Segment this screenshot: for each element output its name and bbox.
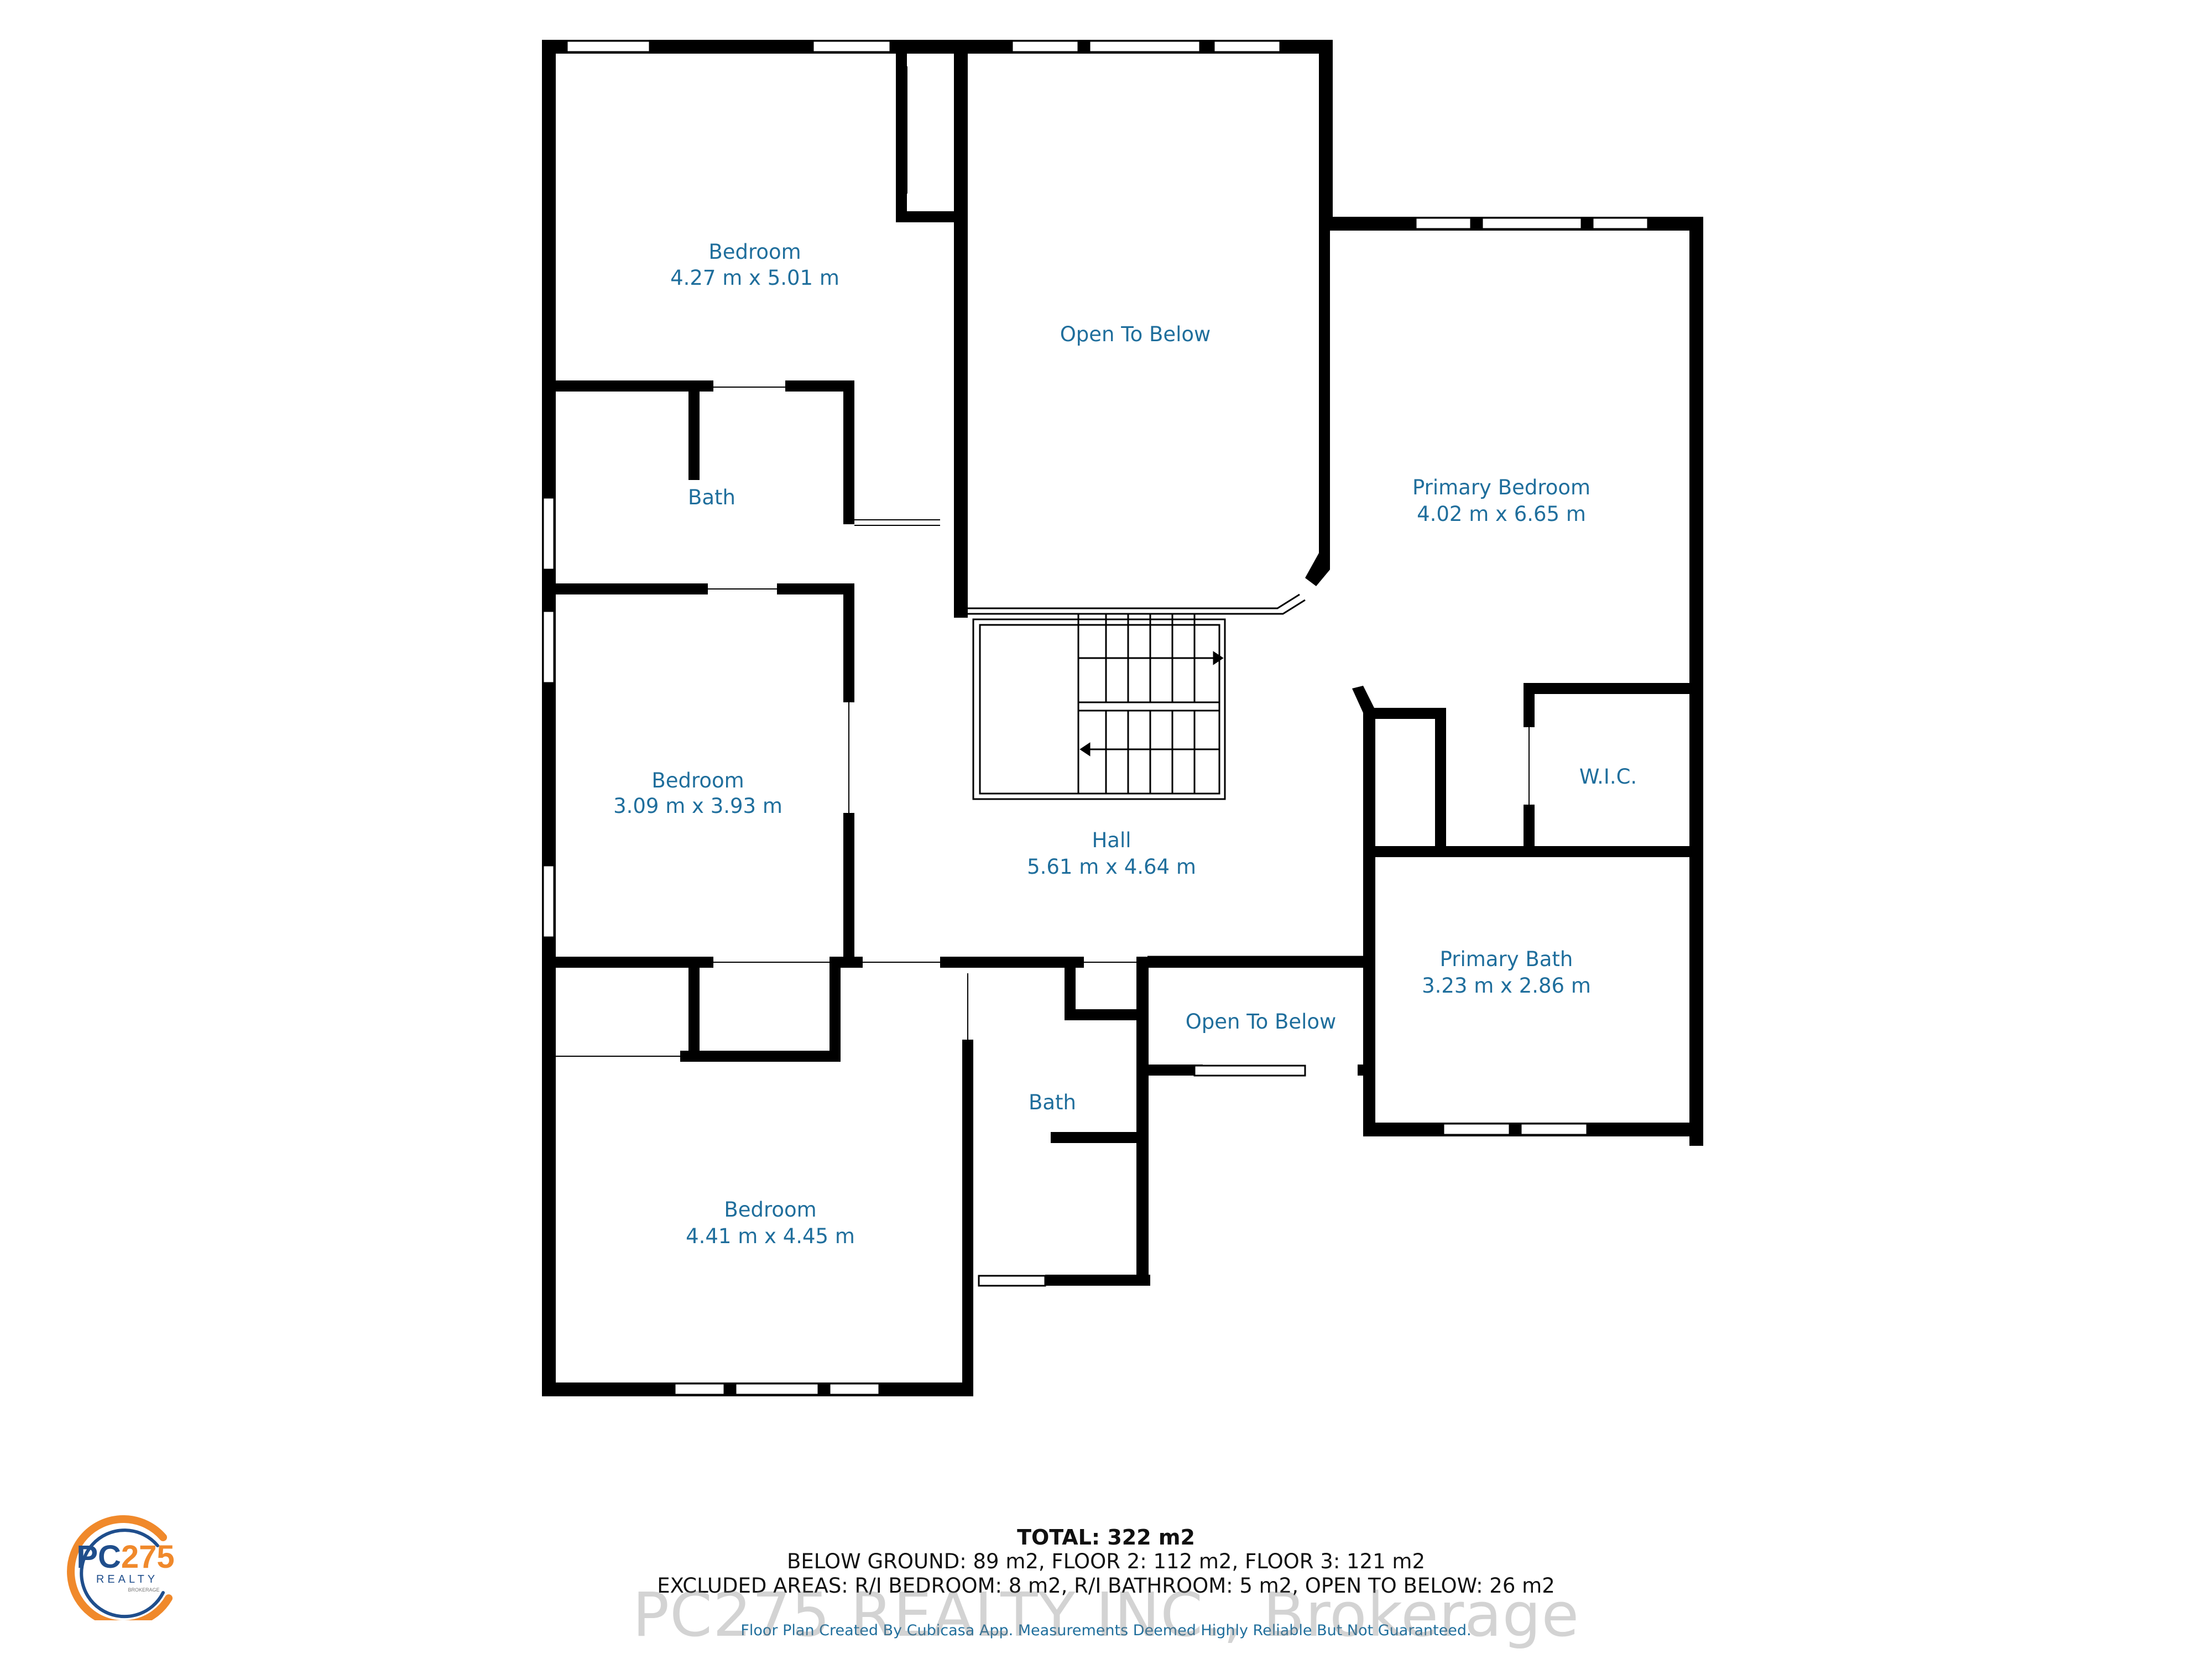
floor-plan-credit: Floor Plan Created By Cubicasa App. Meas…: [740, 1622, 1472, 1639]
svg-text:REALTY: REALTY: [96, 1573, 158, 1585]
hall-name: Hall: [1092, 828, 1131, 852]
railings: [965, 593, 1369, 963]
windows: [542, 40, 1649, 1396]
svg-text:PC275: PC275: [76, 1539, 174, 1575]
primary-bedroom-name: Primary Bedroom: [1412, 476, 1590, 499]
hall-size: 5.61 m x 4.64 m: [1027, 855, 1196, 879]
watermark: PC275 REALTY INC., Brokerage: [632, 1579, 1580, 1650]
brokerage-logo: PC275 REALTY BROKERAGE: [67, 1515, 175, 1620]
wic-label: W.I.C.: [1579, 765, 1637, 789]
floor-plan: Bedroom 4.27 m x 5.01 m Open To Below Pr…: [542, 40, 1703, 1396]
bedroom3-name: Bedroom: [724, 1198, 816, 1222]
primary-bath-name: Primary Bath: [1440, 947, 1573, 971]
bedroom1-size: 4.27 m x 5.01 m: [670, 266, 839, 290]
bedroom1-name: Bedroom: [708, 240, 801, 264]
svg-text:BROKERAGE: BROKERAGE: [128, 1587, 159, 1593]
excluded-areas: EXCLUDED AREAS: R/I BEDROOM: 8 m2, R/I B…: [657, 1574, 1555, 1598]
open-to-below-top-label: Open To Below: [1060, 322, 1211, 346]
floor-areas: BELOW GROUND: 89 m2, FLOOR 2: 112 m2, FL…: [786, 1550, 1426, 1573]
door-openings: [556, 66, 1530, 1057]
primary-bath-size: 3.23 m x 2.86 m: [1422, 974, 1591, 998]
bedroom3-size: 4.41 m x 4.45 m: [686, 1224, 855, 1248]
bedroom2-name: Bedroom: [651, 769, 744, 792]
primary-bedroom-size: 4.02 m x 6.65 m: [1417, 502, 1586, 526]
total-area: TOTAL: 322 m2: [1017, 1525, 1195, 1550]
room-labels: Bedroom 4.27 m x 5.01 m Open To Below Pr…: [613, 240, 1637, 1248]
staircase: [972, 614, 1226, 800]
open-to-below-small-label: Open To Below: [1186, 1010, 1337, 1034]
bedroom2-size: 3.09 m x 3.93 m: [613, 794, 782, 818]
bath2-label: Bath: [1029, 1091, 1076, 1114]
bath1-label: Bath: [688, 486, 735, 509]
